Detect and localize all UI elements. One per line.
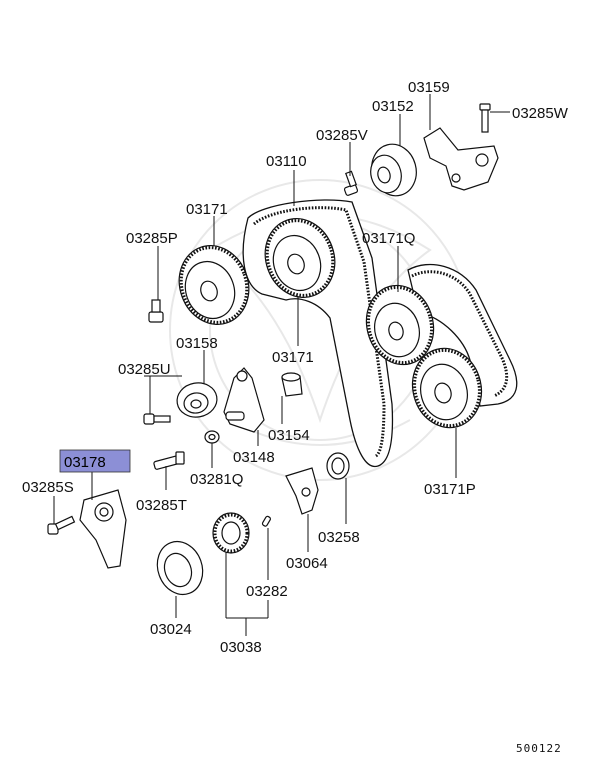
label-03258[interactable]: 03258 xyxy=(318,529,360,546)
camshaft-sprocket-p[interactable] xyxy=(404,341,490,436)
highlight-box-03178 xyxy=(59,449,131,473)
label-03281q[interactable]: 03281Q xyxy=(190,471,243,488)
label-03064[interactable]: 03064 xyxy=(286,555,328,572)
washer-03281q[interactable] xyxy=(204,430,220,444)
label-03285s[interactable]: 03285S xyxy=(22,479,74,496)
bolt-03285t[interactable] xyxy=(153,451,185,470)
label-03171q[interactable]: 03171Q xyxy=(362,230,415,247)
woodruff-key[interactable] xyxy=(261,515,271,527)
bolt-03285s[interactable] xyxy=(47,515,76,535)
label-03285t[interactable]: 03285T xyxy=(136,497,187,514)
label-03154[interactable]: 03154 xyxy=(268,427,310,444)
label-03152[interactable]: 03152 xyxy=(372,98,414,115)
auto-tensioner[interactable] xyxy=(79,489,127,569)
label-03171p[interactable]: 03171P xyxy=(424,481,476,498)
label-03285p[interactable]: 03285P xyxy=(126,230,178,247)
label-03282[interactable]: 03282 xyxy=(246,583,288,600)
idler-pulley[interactable] xyxy=(366,139,422,201)
bolt-03285p[interactable] xyxy=(148,299,164,323)
crank-sprocket[interactable] xyxy=(212,512,250,554)
label-03158[interactable]: 03158 xyxy=(176,335,218,352)
idler-bracket[interactable] xyxy=(423,127,499,191)
camshaft-sprocket-left[interactable] xyxy=(168,236,259,334)
label-03285u[interactable]: 03285U xyxy=(118,361,171,378)
bolt-03285u[interactable] xyxy=(143,413,171,425)
label-03285w[interactable]: 03285W xyxy=(512,105,569,122)
label-03159[interactable]: 03159 xyxy=(408,79,450,96)
tensioner-pulley[interactable] xyxy=(174,380,219,420)
bolt-03285w[interactable] xyxy=(479,103,491,133)
label-03148[interactable]: 03148 xyxy=(233,449,275,466)
timing-belt-right[interactable] xyxy=(407,263,518,407)
crank-flange[interactable] xyxy=(150,535,210,601)
tensioner-arm[interactable] xyxy=(223,367,265,433)
belt-guide-plate[interactable] xyxy=(285,467,319,515)
label-03171-top[interactable]: 03171 xyxy=(186,201,228,218)
diagram-id: 500122 xyxy=(516,742,562,755)
leader-lines xyxy=(53,94,510,636)
label-03024[interactable]: 03024 xyxy=(150,621,192,638)
camshaft-sprocket-q[interactable] xyxy=(358,278,442,372)
spacer-03154[interactable] xyxy=(281,372,303,397)
label-03110[interactable]: 03110 xyxy=(266,153,307,170)
label-03171-mid[interactable]: 03171 xyxy=(272,349,314,366)
label-03038[interactable]: 03038 xyxy=(220,639,262,656)
camshaft-sprocket-center[interactable] xyxy=(254,209,345,307)
label-03178-highlighted[interactable]: 03178 xyxy=(64,454,106,471)
oil-seal[interactable] xyxy=(326,452,350,480)
bolt-03285v[interactable] xyxy=(343,170,359,196)
label-03285v[interactable]: 03285V xyxy=(316,127,368,144)
